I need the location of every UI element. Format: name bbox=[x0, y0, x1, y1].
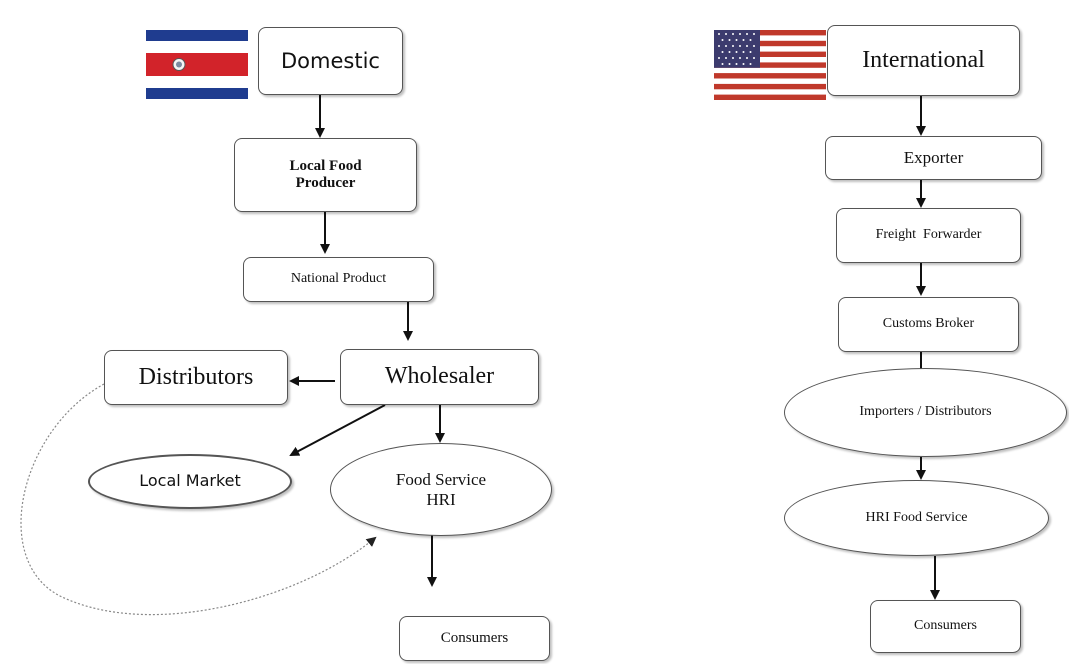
importers-distributors-node: Importers / Distributors bbox=[784, 368, 1067, 457]
international-consumers-label: Consumers bbox=[914, 618, 977, 634]
customs-broker-label: Customs Broker bbox=[882, 316, 975, 332]
distributors-label: Distributors bbox=[138, 363, 254, 390]
domestic-node: Domestic bbox=[258, 27, 403, 95]
costa-rica-flag bbox=[146, 30, 248, 99]
arrow-wholesaler-to-local-market bbox=[289, 404, 386, 456]
customs-broker-node: Customs Broker bbox=[838, 297, 1019, 352]
national-product-label: National Product bbox=[290, 271, 387, 287]
wholesaler-label: Wholesaler bbox=[384, 363, 495, 390]
local-food-producer-node: Local Food Producer bbox=[234, 138, 417, 212]
wholesaler-node: Wholesaler bbox=[340, 349, 539, 405]
food-service-label: Food Service HRI bbox=[395, 469, 487, 509]
freight-forwarder-label: Freight Forwarder bbox=[875, 227, 982, 243]
domestic-consumers-node: Consumers bbox=[399, 616, 550, 661]
exporter-label: Exporter bbox=[903, 148, 964, 168]
domestic-label: Domestic bbox=[281, 48, 380, 73]
international-label: International bbox=[862, 46, 985, 73]
local-market-label: Local Market bbox=[139, 471, 241, 491]
distributors-node: Distributors bbox=[104, 350, 288, 405]
local-food-producer-label: Local Food Producer bbox=[289, 157, 362, 191]
usa-flag-icon bbox=[714, 30, 826, 100]
national-product-node: National Product bbox=[243, 257, 434, 302]
hri-food-service-node: HRI Food Service bbox=[784, 480, 1049, 556]
local-market-node: Local Market bbox=[88, 454, 292, 509]
hri-food-service-label: HRI Food Service bbox=[865, 509, 968, 525]
usa-flag bbox=[714, 30, 826, 100]
freight-forwarder-node: Freight Forwarder bbox=[836, 208, 1021, 263]
importers-distributors-label: Importers / Distributors bbox=[859, 404, 992, 420]
international-node: International bbox=[827, 25, 1020, 96]
international-consumers-node: Consumers bbox=[870, 600, 1021, 653]
exporter-node: Exporter bbox=[825, 136, 1042, 180]
food-service-node: Food Service HRI bbox=[330, 443, 552, 536]
costa-rica-flag-icon bbox=[146, 30, 248, 99]
domestic-consumers-label: Consumers bbox=[440, 629, 509, 646]
